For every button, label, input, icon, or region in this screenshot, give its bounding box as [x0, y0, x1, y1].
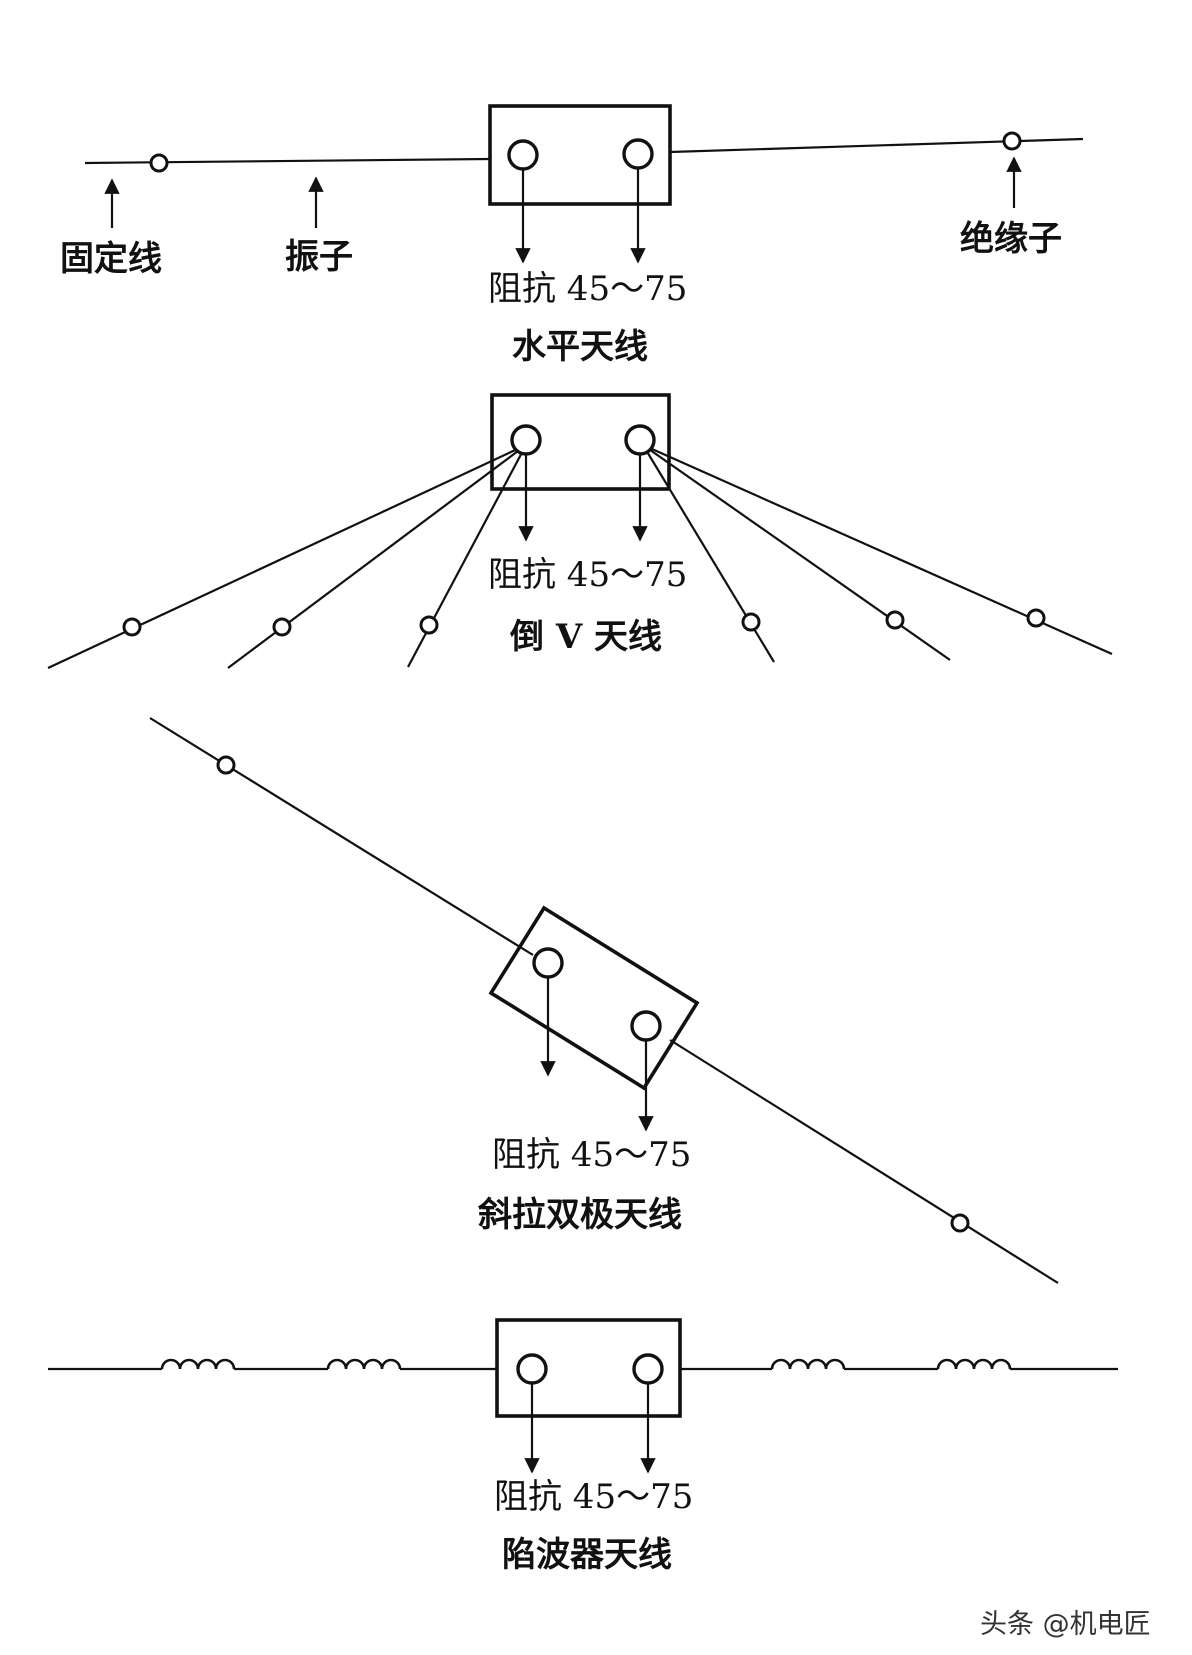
caption: 陷波器天线	[502, 1535, 672, 1575]
insulator-upper	[216, 755, 236, 775]
horizontal-antenna: 固定线 振子 绝缘子 阻抗 45～75 水平天线	[60, 104, 1084, 367]
watermark: 头条 @机电匠	[980, 1609, 1151, 1640]
right-terminal	[624, 424, 656, 456]
right-terminal	[632, 1353, 664, 1385]
caption: 斜拉双极天线	[478, 1195, 682, 1235]
right-arm-2	[642, 444, 951, 661]
insulator	[885, 610, 905, 630]
insulator	[419, 615, 439, 635]
upper-wire	[149, 717, 534, 956]
left-terminal	[516, 1353, 548, 1385]
impedance-label: 阻抗 45～75	[492, 1135, 691, 1175]
lower-terminal	[630, 1010, 662, 1042]
label-insulator: 绝缘子	[960, 219, 1062, 259]
insulator	[122, 617, 142, 637]
right-terminal	[622, 138, 654, 170]
trap-coil	[770, 1358, 846, 1370]
lower-wire	[669, 1039, 1059, 1284]
trap-antenna: 阻抗 45～75 陷波器天线	[48, 1318, 1118, 1575]
feed-box	[488, 104, 672, 206]
left-arm-2	[227, 444, 527, 669]
inverted-v-antenna: 阻抗 45～75 倒 V 天线	[47, 393, 1113, 669]
feed-box	[495, 1318, 682, 1418]
trap-coil	[326, 1358, 402, 1370]
insulator-left	[149, 153, 169, 173]
insulator	[1026, 608, 1046, 628]
feed-box	[488, 905, 700, 1091]
insulator-right	[1002, 131, 1022, 151]
sloper-antenna: 阻抗 45～75 斜拉双极天线	[149, 717, 1059, 1284]
left-terminal	[507, 139, 539, 171]
label-fixed-wire: 固定线	[60, 239, 162, 279]
left-terminal	[510, 424, 542, 456]
insulator	[272, 617, 292, 637]
insulator-lower	[950, 1213, 970, 1233]
left-wire	[84, 157, 491, 165]
trap-coil	[160, 1358, 236, 1370]
impedance-label: 阻抗 45～75	[488, 555, 687, 595]
label-dipole: 振子	[285, 237, 353, 277]
insulator	[741, 612, 761, 632]
upper-terminal	[532, 947, 564, 979]
caption: 水平天线	[512, 327, 648, 367]
impedance-label: 阻抗 45～75	[494, 1477, 693, 1517]
trap-coil	[936, 1358, 1012, 1370]
impedance-label: 阻抗 45～75	[488, 269, 687, 309]
caption: 倒 V 天线	[509, 617, 662, 657]
feed-box	[490, 393, 671, 491]
